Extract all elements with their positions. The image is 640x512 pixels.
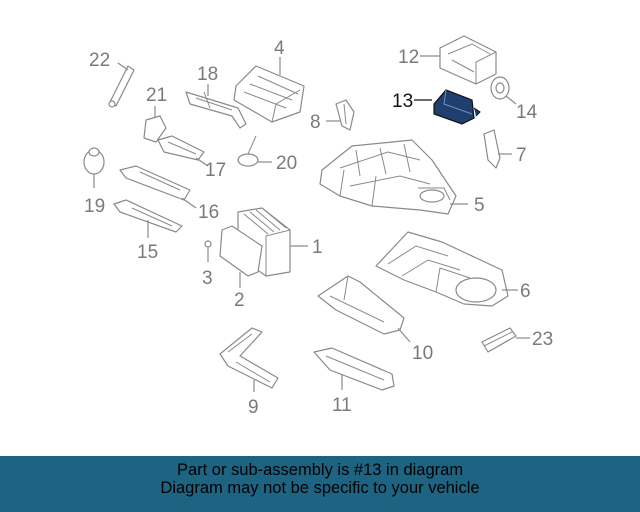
part-17-plate[interactable] [157,135,209,167]
callout-20: 20 [276,153,297,174]
part-13-actuator[interactable] [414,89,481,125]
callout-11: 11 [332,395,352,416]
part-5-hvac-case[interactable] [319,139,468,215]
part-20-sensor[interactable] [237,135,272,167]
callout-12: 12 [398,47,419,68]
callout-10: 10 [412,343,433,364]
callout-4: 4 [274,38,285,59]
part-2-seal[interactable] [219,225,263,288]
callout-5: 5 [474,195,485,216]
part-18-bracket[interactable] [185,84,247,129]
part-19-sensor[interactable] [83,147,105,188]
callout-23: 23 [532,329,553,350]
part-10-duct[interactable] [317,275,411,343]
callout-1: 1 [312,237,323,258]
callout-14: 14 [516,102,538,123]
part-22-rod[interactable] [108,62,135,108]
callout-18: 18 [197,64,218,85]
part-21-bracket[interactable] [143,106,167,143]
callout-15: 15 [137,242,158,263]
banner-line-1: Part or sub-assembly is #13 in diagram [176,461,464,479]
callout-13: 13 [392,91,413,112]
banner-line-2: Diagram may not be specific to your vehi… [160,479,480,497]
part-4-control-module[interactable] [233,57,305,123]
part-12-housing[interactable] [420,35,497,85]
part-14-sensor[interactable] [490,76,517,105]
part-3-screw[interactable] [204,240,212,262]
part-23-filter[interactable] [481,327,530,353]
part-15-bracket[interactable] [113,199,183,238]
callout-3: 3 [202,268,213,289]
info-banner: Part or sub-assembly is #13 in diagram D… [0,456,640,512]
callout-21: 21 [146,85,167,106]
part-7-bracket[interactable] [483,129,512,169]
part-9-duct[interactable] [219,327,279,392]
callout-2: 2 [234,290,245,311]
part-11-duct[interactable] [313,347,395,391]
callout-9: 9 [248,397,259,418]
callout-22: 22 [89,50,110,71]
callout-8: 8 [310,112,321,133]
callout-19: 19 [84,196,105,217]
callout-7: 7 [516,145,527,166]
part-16-bracket[interactable] [119,165,197,209]
part-6-blower-case[interactable] [375,231,518,307]
part-8-bracket[interactable] [326,99,355,131]
parts-diagram: 22 21 18 4 17 8 20 [83,35,553,418]
callout-16: 16 [198,202,219,223]
callout-17: 17 [205,160,226,181]
callout-6: 6 [520,281,531,302]
